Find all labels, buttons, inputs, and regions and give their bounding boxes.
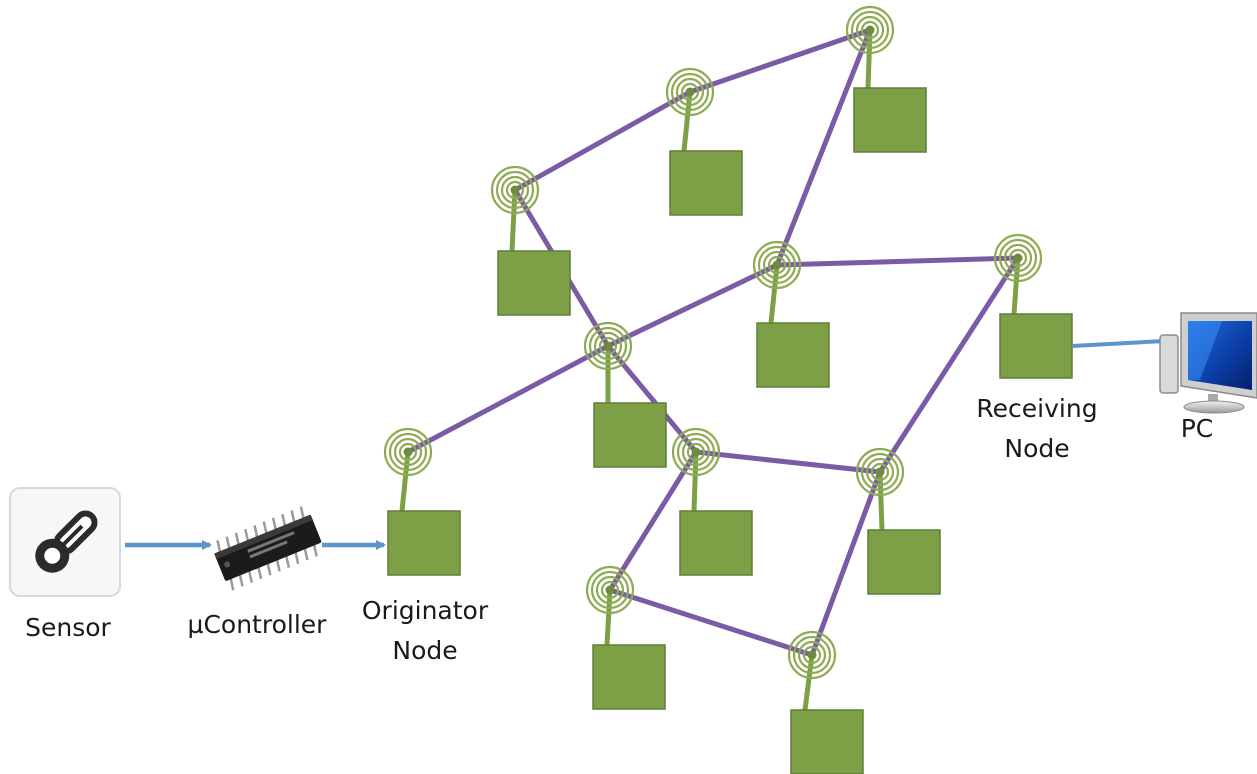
pc-label: PC: [1181, 414, 1214, 443]
antenna-signal-icon: [787, 630, 837, 680]
node-box: [853, 87, 927, 153]
mesh-links: [405, 27, 1021, 658]
mesh-node-lowmid: [671, 427, 753, 576]
antenna-signal-icon: [383, 427, 433, 477]
antenna-signal-icon: [585, 565, 635, 615]
antenna-signal-icon: [583, 321, 633, 371]
mcu-label: µController: [188, 610, 328, 639]
mesh-node-mid: [752, 240, 830, 388]
microchip-icon: [214, 506, 322, 591]
originator-label-line1: Originator: [362, 596, 489, 625]
antenna-signal-icon: [671, 427, 721, 477]
originator-label-line2: Node: [392, 636, 457, 665]
receiving-label-line2: Node: [1004, 434, 1069, 463]
mesh-link: [877, 255, 1021, 475]
mesh-link: [405, 343, 611, 455]
node-box: [867, 529, 941, 595]
antenna-signal-icon: [752, 240, 802, 290]
thermometer-icon: [9, 487, 121, 597]
receiving-label-line1: Receiving: [976, 394, 1097, 423]
node-box: [387, 510, 461, 576]
node-box: [593, 402, 667, 468]
node-box: [592, 644, 666, 710]
mesh-node-upper: [665, 67, 743, 216]
node-box: [679, 510, 753, 576]
mesh-link: [512, 89, 693, 193]
antenna-signal-icon: [993, 233, 1043, 283]
node-box: [790, 709, 864, 774]
mesh-link: [605, 262, 780, 349]
node-box: [497, 250, 571, 316]
antenna-signal-icon: [855, 447, 905, 497]
mesh-node-center: [583, 321, 667, 468]
mesh-node-lowleft: [585, 565, 666, 710]
mesh-link: [687, 27, 873, 95]
pc-connection-line: [1071, 339, 1166, 348]
mesh-nodes: [383, 5, 1073, 774]
mesh-link: [774, 255, 1021, 268]
node-box: [999, 313, 1073, 379]
computer-monitor-icon: [1159, 312, 1257, 414]
mesh-node-originator: [383, 427, 461, 576]
mesh-link: [693, 449, 883, 475]
mesh-node-bottom: [787, 630, 864, 774]
mesh-link: [607, 587, 815, 658]
antenna-signal-icon: [490, 165, 540, 215]
node-box: [756, 322, 830, 388]
mesh-node-top: [845, 5, 927, 153]
antenna-signal-icon: [845, 5, 895, 55]
sensor-label: Sensor: [25, 613, 111, 642]
antenna-signal-icon: [665, 67, 715, 117]
mesh-link: [774, 27, 873, 268]
mesh-link: [809, 469, 883, 658]
mesh-link: [607, 449, 699, 593]
mesh-node-receiving: [993, 233, 1073, 379]
mesh-node-right: [855, 447, 941, 595]
node-box: [669, 150, 743, 216]
mesh-node-left: [490, 165, 571, 316]
